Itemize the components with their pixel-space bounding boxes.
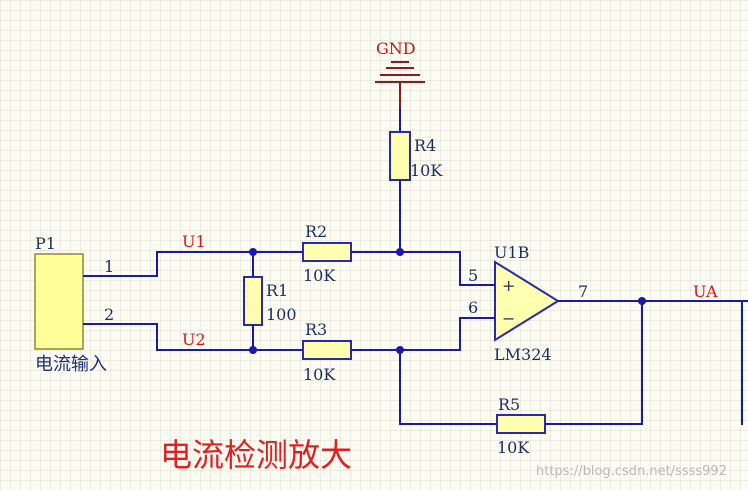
pin-7-number: 7 xyxy=(578,282,588,301)
wire-u2 xyxy=(83,323,303,351)
opamp-plus-sign: + xyxy=(502,276,515,295)
p1-description: 电流输入 xyxy=(35,354,107,375)
pin-2-number: 2 xyxy=(104,305,114,324)
wire-r2-to-pin5 xyxy=(351,251,478,286)
junction-dot-r1-bottom xyxy=(249,346,257,354)
junction-dot-r4 xyxy=(396,248,404,256)
net-label-ua: UA xyxy=(693,282,718,301)
pin-6-number: 6 xyxy=(468,298,478,317)
r4-value: 10K xyxy=(410,161,443,180)
r3-designator: R3 xyxy=(305,320,327,339)
r2-value: 10K xyxy=(303,266,336,285)
net-label-u2: U2 xyxy=(182,330,206,349)
junction-dot-feedback xyxy=(396,346,404,354)
opamp-minus-sign: − xyxy=(502,309,515,328)
resistor-r1[interactable] xyxy=(243,276,263,326)
watermark: https://blog.csdn.net/ssss992 xyxy=(536,464,727,479)
diagram-title: 电流检测放大 xyxy=(160,436,352,474)
r3-value: 10K xyxy=(303,365,336,384)
wire-u1 xyxy=(83,251,303,277)
r5-designator: R5 xyxy=(498,395,520,414)
gnd-symbol xyxy=(375,61,425,107)
pin-1-number: 1 xyxy=(104,257,114,276)
r4-designator: R4 xyxy=(414,136,436,155)
resistor-r3[interactable] xyxy=(302,340,352,360)
gnd-label: GND xyxy=(376,39,416,58)
resistor-r2[interactable] xyxy=(302,242,352,262)
p1-designator: P1 xyxy=(35,234,56,253)
pin-5-number: 5 xyxy=(468,266,478,285)
opamp-u1b[interactable] xyxy=(494,260,560,342)
connector-p1[interactable] xyxy=(34,253,84,350)
r1-designator: R1 xyxy=(266,281,288,300)
wire-feedback-left xyxy=(399,350,497,425)
opamp-model: LM324 xyxy=(494,345,552,364)
r5-value: 10K xyxy=(497,438,530,457)
r1-value: 100 xyxy=(266,305,297,324)
opamp-designator: U1B xyxy=(494,243,529,262)
wire-r3-to-pin6 xyxy=(351,317,478,351)
junction-dot-r1-top xyxy=(249,248,257,256)
r2-designator: R2 xyxy=(305,222,327,241)
net-label-u1: U1 xyxy=(182,232,206,251)
junction-dot-output xyxy=(638,297,646,305)
resistor-r5[interactable] xyxy=(496,414,546,434)
resistor-r4[interactable] xyxy=(389,131,411,181)
wire-feedback-right xyxy=(545,301,643,425)
